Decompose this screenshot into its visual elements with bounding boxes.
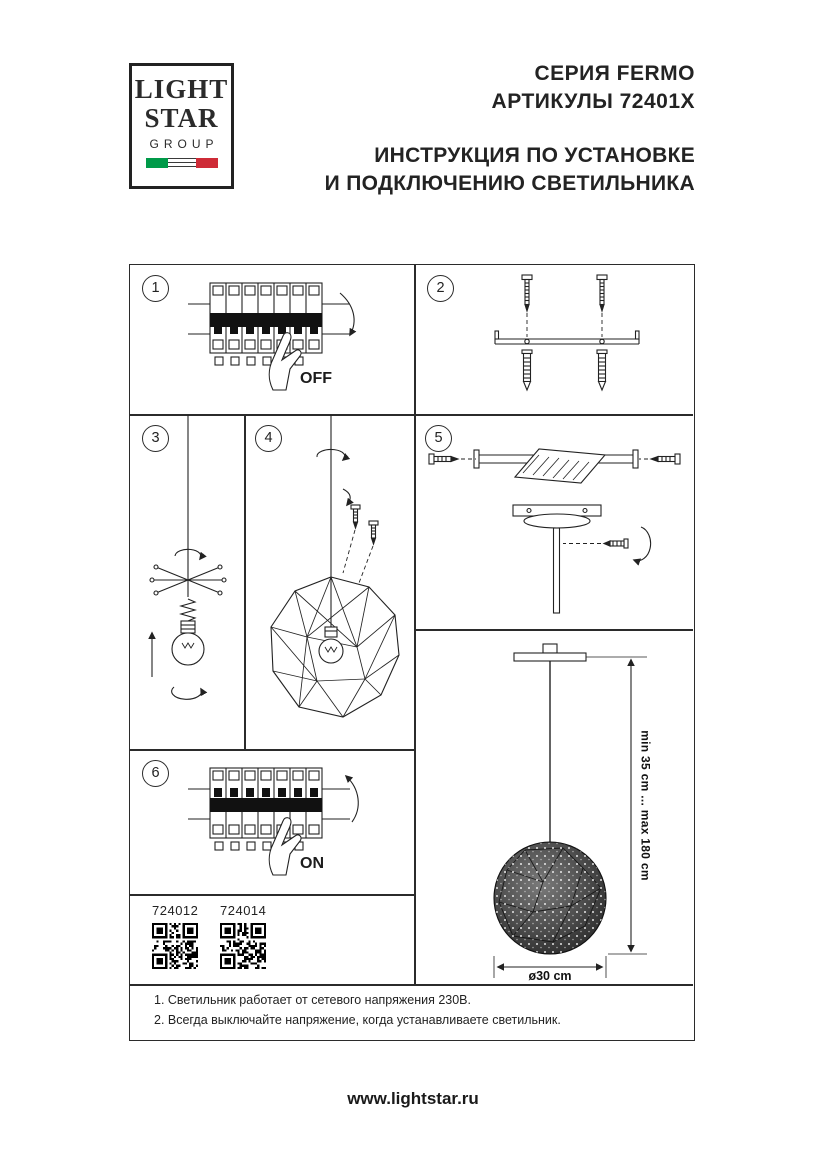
step-3-number-badge: 3 — [142, 425, 169, 452]
website-url: www.lightstar.ru — [347, 1089, 479, 1108]
italian-flag-stripe — [145, 158, 218, 168]
notes-panel: 1. Светильник работает от сетевого напря… — [130, 985, 693, 1040]
grid-divider-step6-top — [130, 749, 415, 751]
step-6-panel: 6 ON — [130, 750, 414, 894]
circuit-breaker-on-diagram — [188, 767, 359, 876]
logo-word-star: STAR — [144, 103, 219, 133]
article-code-right: 724014 — [220, 903, 267, 918]
pointing-hand-icon — [268, 332, 302, 391]
step-1-number-badge: 1 — [142, 275, 169, 302]
step-2-number-badge: 2 — [427, 275, 454, 302]
grid-divider-vertical-main — [414, 265, 416, 985]
height-range-label: min 35 cm ... max 180 cm — [638, 730, 653, 881]
rotate-arrow-icon — [632, 526, 652, 566]
note-line-2: 2. Всегда выключайте напряжение, когда у… — [154, 1013, 561, 1027]
flag-green-segment — [145, 158, 168, 168]
small-arrow-icon — [342, 488, 354, 507]
step-6-number-badge: 6 — [142, 760, 169, 787]
light-bulb-icon — [171, 632, 205, 666]
header-series-block: СЕРИЯ FERMO АРТИКУЛЫ 72401X — [492, 60, 695, 116]
bulb-installation-diagram — [148, 415, 227, 700]
screw-rotate-arrow-icon — [171, 686, 208, 700]
step-5-number-badge: 5 — [425, 425, 452, 452]
mounting-bracket-diagram — [494, 274, 640, 392]
grid-divider-qr-top — [130, 894, 415, 896]
off-label: OFF — [300, 370, 332, 387]
instruction-title-line1: ИНСТРУКЦИЯ ПО УСТАНОВКЕ — [374, 144, 695, 167]
diagram-grid: 1 OFF 2 — [129, 264, 695, 1041]
diameter-label: ø30 cm — [528, 969, 572, 983]
light-bulb-icon — [318, 638, 344, 664]
pendant-lamp-dimension-diagram — [493, 643, 647, 978]
switch-up-arrow-icon — [344, 774, 359, 823]
threaded-nipple-icon — [178, 598, 198, 622]
flag-striped-segment — [167, 158, 196, 168]
article-code-left: 724012 — [152, 903, 199, 918]
rotate-arrow-icon — [174, 548, 207, 561]
step-3-panel: 3 — [130, 415, 244, 749]
instruction-title-line2: И ПОДКЛЮЧЕНИЮ СВЕТИЛЬНИКА — [324, 172, 695, 195]
switch-down-arrow-icon — [339, 292, 357, 337]
logo-word-group: GROUP — [149, 137, 219, 151]
step-1-panel: 1 OFF — [130, 265, 414, 414]
grid-divider-notes-top — [130, 984, 693, 986]
logo-word-light: LIGHT — [134, 74, 229, 104]
lamp-overview-panel: min 35 cm ... max 180 cm ø30 cm — [415, 630, 694, 984]
on-label: ON — [300, 855, 324, 872]
grid-divider-row1 — [130, 414, 693, 416]
grid-divider-step5-bottom — [414, 629, 693, 631]
qr-code-724014 — [220, 923, 266, 969]
grid-divider-step3-4 — [244, 415, 246, 750]
articles-title: АРТИКУЛЫ 72401X — [491, 90, 695, 113]
qr-codes-panel: 724012 724014 — [130, 895, 414, 984]
step-4-panel: 4 — [245, 415, 414, 749]
instruction-title-block: ИНСТРУКЦИЯ ПО УСТАНОВКЕ И ПОДКЛЮЧЕНИЮ СВ… — [325, 142, 695, 198]
qr-code-724012 — [152, 923, 198, 969]
flag-red-segment — [195, 158, 218, 168]
step-2-panel: 2 — [415, 265, 694, 414]
step-4-number-badge: 4 — [255, 425, 282, 452]
pointing-hand-icon — [268, 817, 302, 876]
circuit-breaker-off-diagram — [188, 282, 357, 391]
canopy-mounting-diagram — [428, 448, 681, 614]
faceted-shade-assembly-diagram — [270, 415, 400, 718]
lightstar-logo: LIGHT STAR GROUP — [129, 63, 234, 189]
note-line-1: 1. Светильник работает от сетевого напря… — [154, 993, 471, 1007]
step-5-panel: 5 — [415, 415, 694, 629]
rotate-arrow-icon — [316, 448, 351, 461]
series-title: СЕРИЯ FERMO — [534, 62, 695, 85]
